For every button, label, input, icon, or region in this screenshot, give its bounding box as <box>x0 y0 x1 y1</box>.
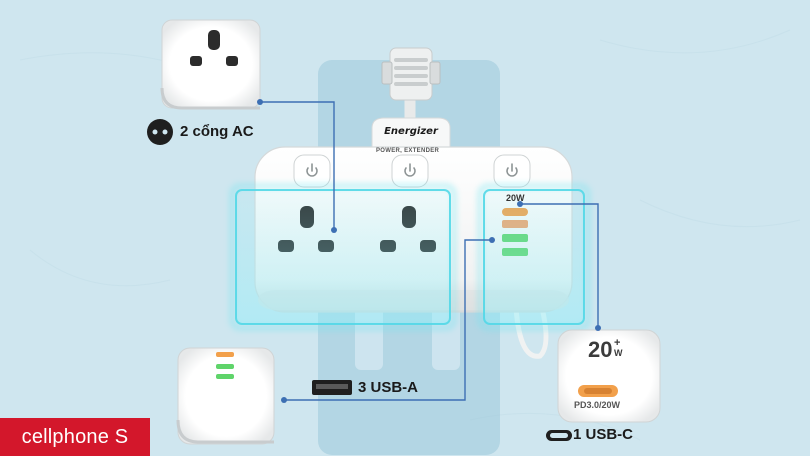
watermark-text: cellphone S <box>21 425 129 448</box>
usb-c-protocol: PD3.0/20W <box>574 400 621 410</box>
usb-c-port-label: 1 USB-C <box>573 426 634 443</box>
callout-dots <box>257 99 601 403</box>
ac-port-icon <box>147 119 173 145</box>
highlight-usb <box>477 183 591 331</box>
highlight-ac <box>229 183 457 331</box>
brand-logo: Energizer <box>384 126 438 137</box>
usb-c-icon <box>546 430 572 441</box>
usb-c-watt-plus: + <box>614 337 621 349</box>
inset-usb-a <box>176 347 275 445</box>
usb-a-ports-label: 3 USB-A <box>358 379 419 396</box>
inset-usb-c <box>557 329 661 423</box>
inset-ac-socket <box>160 19 261 110</box>
usb-c-watt-unit: W <box>614 348 623 358</box>
cellphones-watermark: cellphone S <box>0 418 150 456</box>
product-tagline: POWER, EXTENDER <box>376 148 440 154</box>
ac-ports-label: 2 cổng AC <box>180 123 254 140</box>
usb-power-badge: 20W <box>506 193 525 203</box>
usb-c-watt: 20 <box>588 337 613 362</box>
callout-lines <box>260 101 599 401</box>
usb-a-icon <box>312 380 352 395</box>
